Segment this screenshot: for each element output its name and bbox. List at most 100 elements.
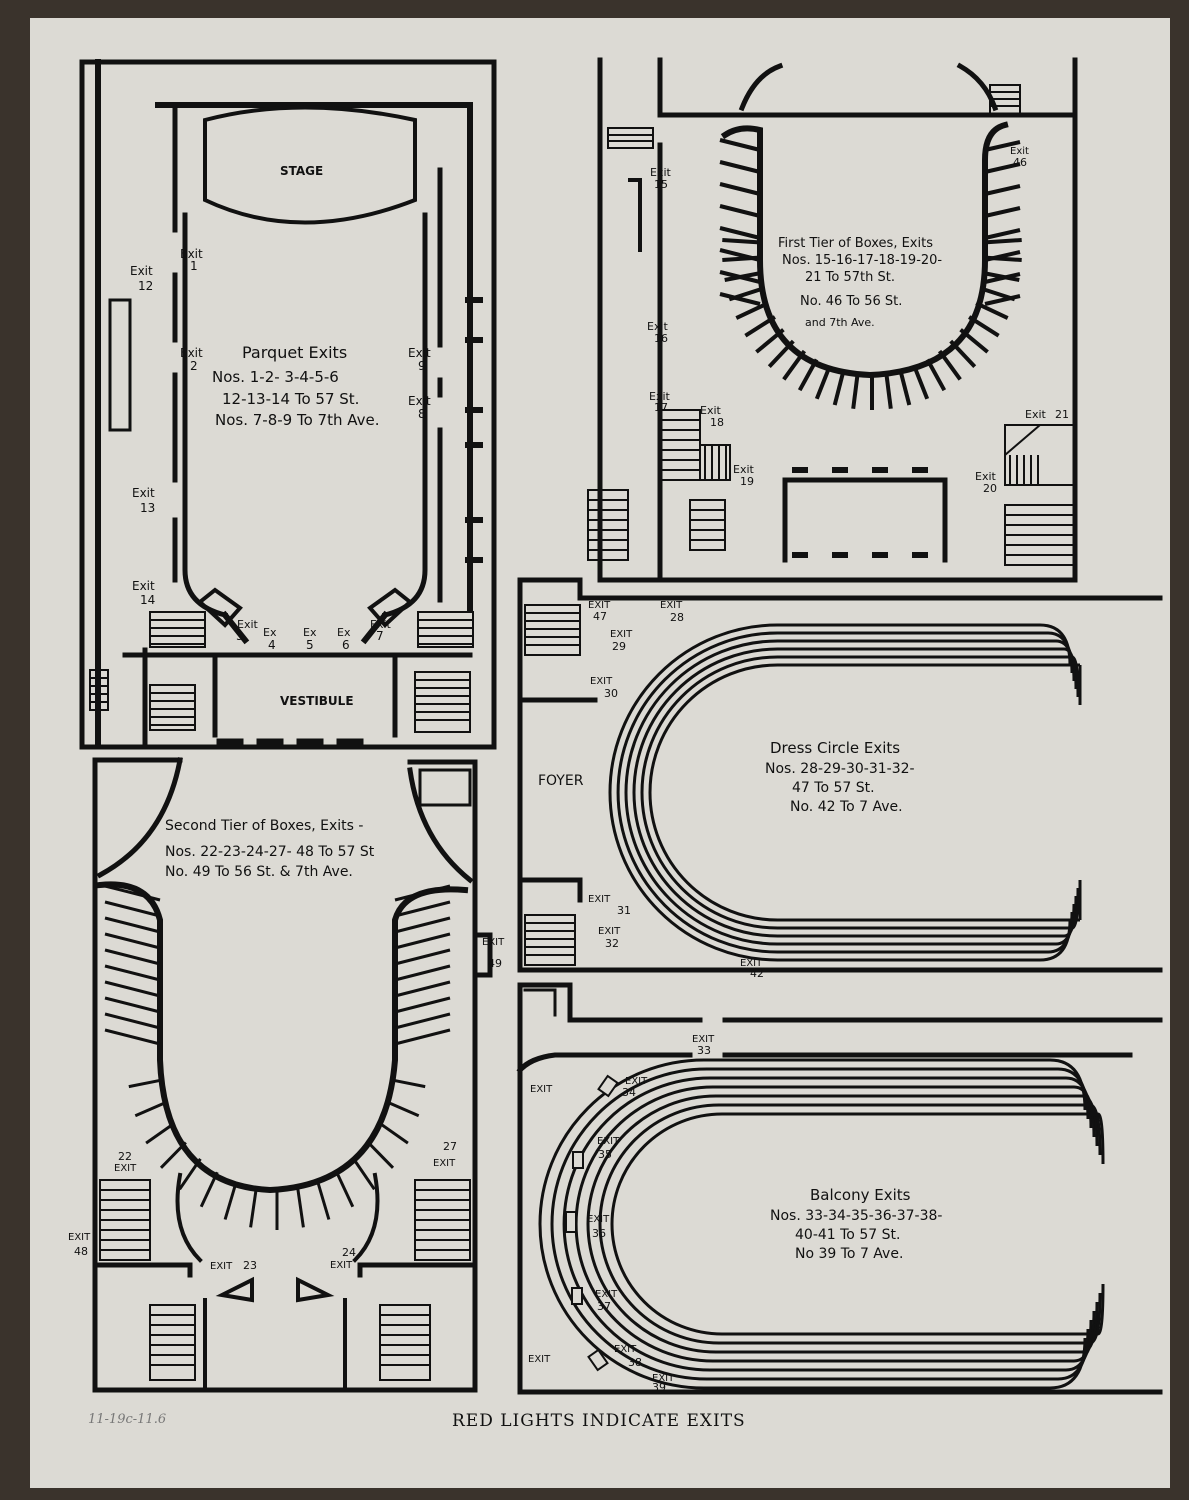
exit-label: Exit: [237, 618, 259, 631]
exit-label: EXIT: [210, 1261, 233, 1272]
exit-label: Exit: [132, 579, 155, 593]
exit-number-27: 27: [443, 1140, 457, 1153]
box-partition: [104, 996, 161, 1014]
seat-row: [1057, 1067, 1090, 1120]
exit-number-32: 32: [605, 937, 619, 950]
box-partition: [394, 996, 451, 1014]
seat-row: [1047, 631, 1074, 674]
seat-row: [632, 647, 1064, 938]
box-partition: [719, 292, 761, 306]
box-partition: [367, 1141, 395, 1169]
exit-number-30: 30: [604, 687, 618, 700]
box-partition: [134, 1101, 167, 1118]
box-partition: [128, 1078, 161, 1089]
box-partition: [296, 1187, 305, 1228]
seat-row: [624, 639, 1056, 946]
box-partition: [104, 900, 161, 918]
box-partition: [986, 238, 1022, 245]
second-tier-line1: Second Tier of Boxes, Exits -: [165, 818, 363, 834]
box-partition: [984, 206, 1021, 218]
exit-number-12: 12: [138, 279, 153, 293]
exit-number-2: 2: [190, 359, 198, 373]
parquet-title: Parquet Exits: [242, 343, 347, 362]
exit-label: EXIT: [588, 894, 611, 905]
first-tier-line1: First Tier of Boxes, Exits: [778, 236, 933, 251]
exit-label: EXIT: [590, 676, 613, 687]
exit-label: EXIT: [598, 926, 621, 937]
exit-label: EXIT: [692, 1034, 715, 1045]
box-partition: [832, 370, 846, 406]
exit-number-46: 46: [1013, 156, 1027, 169]
second-tier-line3: No. 49 To 56 St. & 7th Ave.: [165, 864, 353, 880]
exit-number-14: 14: [140, 593, 155, 607]
box-partition: [968, 315, 1000, 338]
dress-circle-labels: FOYER Dress Circle Exits Nos. 28-29-30-3…: [538, 600, 915, 980]
seat-row: [1097, 1283, 1105, 1336]
box-partition: [767, 339, 795, 368]
exit-label: Exit: [180, 247, 203, 261]
seat-row: [1055, 903, 1076, 946]
exit-label: Exit: [408, 346, 431, 360]
exit-label: EXIT: [595, 1289, 618, 1300]
exit-label: Exit: [370, 618, 392, 631]
exit-label: EXIT: [610, 629, 633, 640]
box-partition: [104, 964, 161, 982]
first-tier-line5: and 7th Ave.: [805, 316, 875, 329]
box-partition: [394, 884, 451, 902]
box-partition: [984, 294, 1021, 306]
exit-label: EXIT: [530, 1084, 553, 1095]
box-partition: [984, 250, 1021, 262]
exit-label: EXIT: [68, 1232, 91, 1243]
exit-number-1: 1: [190, 259, 198, 273]
box-partition: [797, 358, 819, 392]
first-tier-plan: [587, 57, 1078, 583]
seat-row: [608, 623, 1040, 962]
box-partition: [223, 1181, 238, 1220]
exit-label: Exit: [975, 470, 997, 483]
box-partition: [394, 1012, 451, 1030]
box-partition: [949, 339, 977, 368]
seat-row: [1063, 895, 1078, 938]
seat-row: [616, 631, 1048, 954]
box-partition: [104, 1012, 161, 1030]
box-partition: [719, 160, 761, 174]
box-partition: [199, 1171, 219, 1208]
exit-number-21: 21: [1055, 408, 1069, 421]
box-partition: [719, 204, 761, 218]
seat-row: [1097, 1112, 1105, 1165]
box-partition: [719, 138, 761, 152]
exit-number-18: 18: [710, 416, 724, 429]
vestibule-label: VESTIBULE: [280, 694, 354, 708]
balcony-title: Balcony Exits: [810, 1186, 911, 1204]
box-partition: [984, 140, 1021, 152]
ex-label: Ex: [263, 626, 277, 639]
dress-circle-line2: 47 To 57 St.: [792, 780, 875, 796]
box-partition: [984, 228, 1021, 240]
exit-number-15: 15: [654, 178, 668, 191]
seat-row: [1049, 1337, 1087, 1390]
box-partition: [394, 900, 451, 918]
seat-row: [550, 1067, 1058, 1381]
seat-row: [648, 663, 1080, 922]
box-partition: [104, 884, 161, 902]
box-partition: [387, 1101, 420, 1118]
seat-row: [562, 1076, 1066, 1372]
dress-circle-plan: [517, 577, 1163, 973]
seat-row: [1089, 1103, 1102, 1156]
dress-circle-line3: No. 42 To 7 Ave.: [790, 799, 903, 815]
exit-label: Exit: [700, 404, 722, 417]
exit-number-29: 29: [612, 640, 626, 653]
exit-number-19: 19: [740, 475, 754, 488]
box-partition: [735, 301, 769, 320]
seat-row: [586, 1094, 1082, 1354]
parquet-plan: [79, 59, 497, 750]
seat-row: [1057, 1328, 1090, 1381]
dress-circle-line1: Nos. 28-29-30-31-32-: [765, 761, 915, 777]
exit-number-23: 23: [243, 1259, 257, 1272]
seat-row: [538, 1058, 1050, 1390]
exit-label: EXIT: [660, 600, 683, 611]
box-partition: [722, 238, 758, 245]
exit-number-48: 48: [74, 1245, 88, 1258]
box-partition: [755, 328, 785, 354]
parquet-labels: STAGE VESTIBULE Parquet Exits Nos. 1-2- …: [130, 164, 431, 708]
